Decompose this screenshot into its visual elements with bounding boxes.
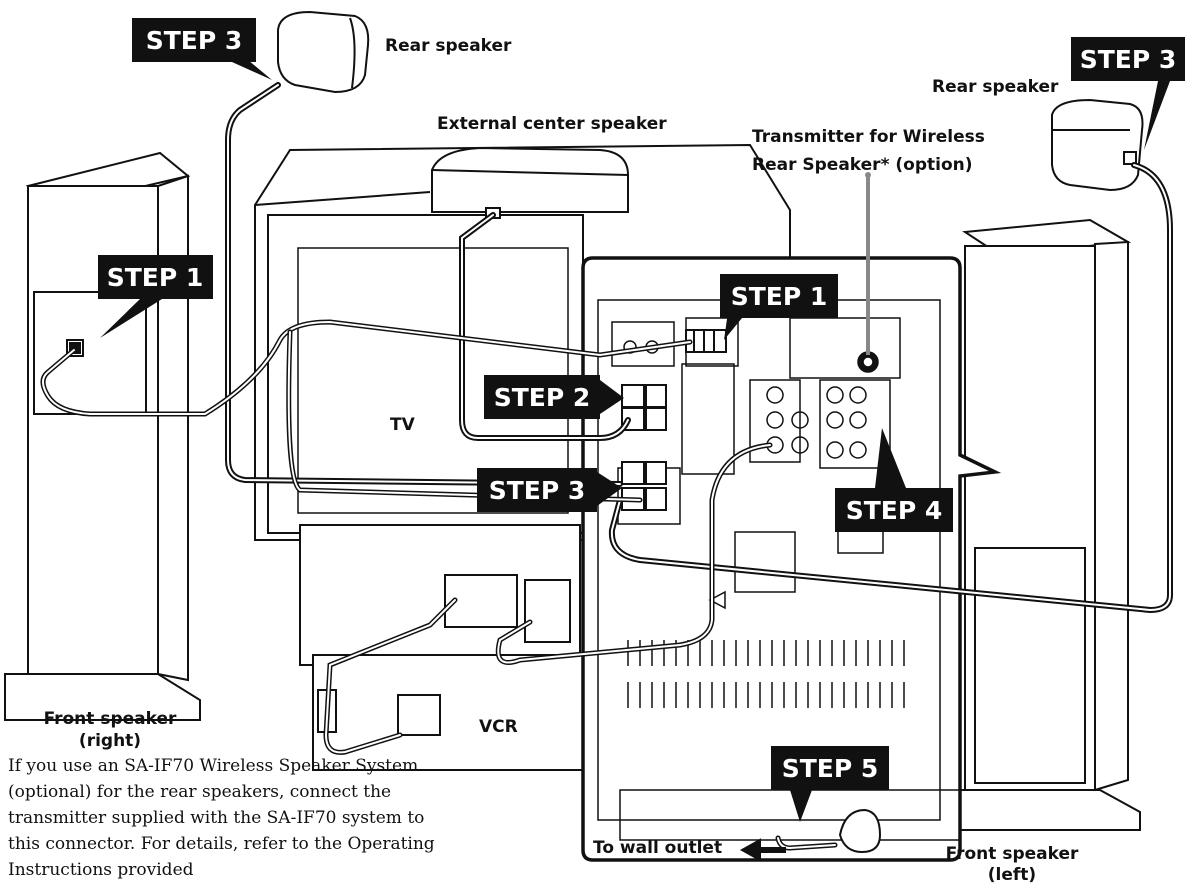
front-speaker-right-label-line2: (right) [79, 731, 141, 751]
front-speaker-right [4, 151, 201, 721]
transmitter-label-line2: Rear Speaker* (option) [752, 155, 973, 175]
svg-text:STEP 3: STEP 3 [1080, 45, 1177, 74]
speaker-cables [40, 82, 1173, 851]
front-speaker-left [929, 218, 1141, 831]
power-plug [838, 808, 882, 854]
svg-text:STEP 1: STEP 1 [731, 282, 828, 311]
step-badge-1-right: STEP 1 [720, 274, 838, 340]
center-speaker-label: External center speaker [437, 114, 667, 134]
rear-speaker-right-label: Rear speaker [385, 36, 512, 56]
svg-text:STEP 3: STEP 3 [146, 26, 243, 55]
svg-text:STEP 5: STEP 5 [782, 754, 879, 783]
vent-slots [627, 640, 905, 708]
svg-text:STEP 1: STEP 1 [107, 263, 204, 292]
wall-outlet-arrow [739, 838, 786, 862]
transmitter-label-line1: Transmitter for Wireless [752, 127, 985, 147]
step-badge-3-panel: STEP 3 [477, 468, 622, 512]
step-badge-3-top-left: STEP 3 [132, 18, 272, 80]
step-badge-3-top-right: STEP 3 [1071, 37, 1185, 150]
rear-speaker-left [1051, 98, 1144, 192]
wall-outlet-label: To wall outlet [593, 838, 722, 858]
main-unit-back-panel [581, 256, 1002, 862]
rear-speaker-right [277, 10, 370, 94]
step-badge-2: STEP 2 [484, 375, 624, 419]
tv-label: TV [390, 415, 416, 435]
step-badge-1-left: STEP 1 [98, 255, 213, 338]
step-badge-5: STEP 5 [771, 746, 889, 822]
rear-speaker-left-label: Rear speaker [932, 77, 1059, 97]
step-badge-4: STEP 4 [835, 428, 953, 532]
svg-text:STEP 3: STEP 3 [489, 476, 586, 505]
svg-text:STEP 4: STEP 4 [846, 496, 943, 525]
svg-text:STEP 2: STEP 2 [494, 383, 591, 412]
front-speaker-left-label-line1: Front speaker [946, 844, 1079, 864]
front-speaker-left-label-line2: (left) [988, 865, 1036, 885]
wireless-footnote: If you use an SA-IF70 Wireless Speaker S… [8, 756, 435, 880]
front-speaker-right-label-line1: Front speaker [44, 709, 177, 729]
center-speaker [431, 146, 629, 219]
vcr-label: VCR [479, 717, 518, 737]
